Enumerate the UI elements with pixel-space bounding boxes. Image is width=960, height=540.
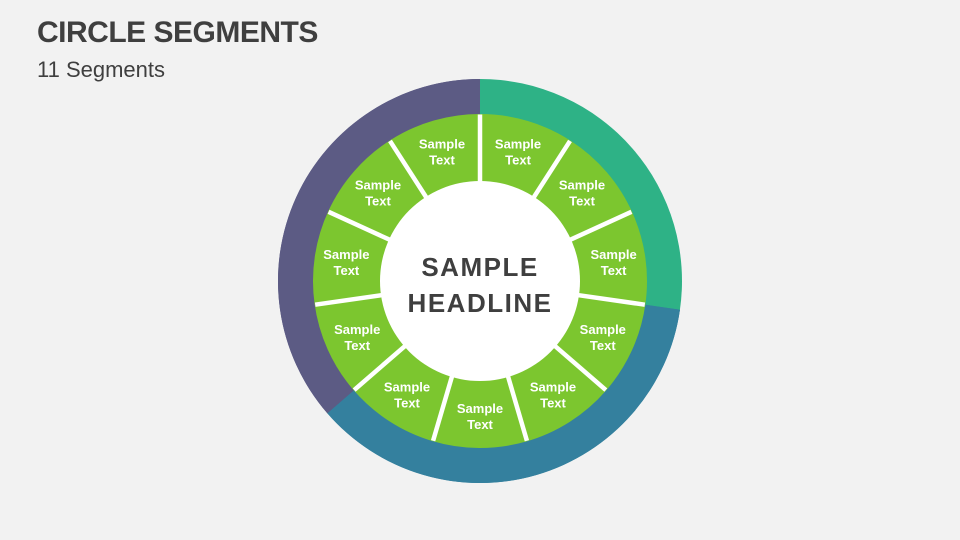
segment-separator — [388, 139, 430, 201]
segment-separator — [314, 292, 385, 307]
segment-separator — [551, 342, 608, 392]
segment-separator — [430, 373, 455, 442]
slide-subtitle: 11 Segments — [37, 57, 166, 82]
segment-separator — [530, 139, 572, 201]
segment-separator — [567, 209, 633, 243]
slide-title: CIRCLE SEGMENTS — [37, 16, 318, 49]
center-headline-line1: SAMPLE — [421, 252, 538, 282]
slide-header: CIRCLE SEGMENTS 11 Segments — [37, 16, 318, 82]
segment-separator — [352, 342, 409, 392]
segment-separator — [575, 292, 646, 307]
segment-separator — [327, 209, 393, 243]
center-headline-line2: HEADLINE — [408, 288, 553, 318]
center-circle — [380, 181, 580, 381]
segment-separator — [505, 373, 530, 442]
